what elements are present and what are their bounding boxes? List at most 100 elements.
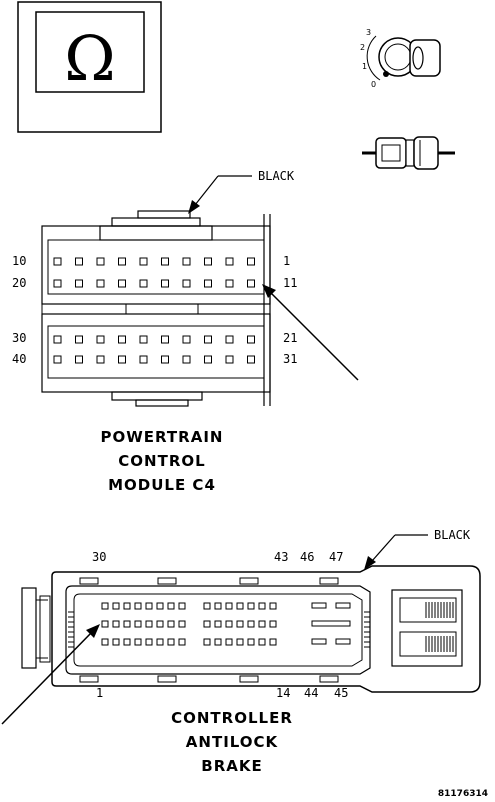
figure-id: 81176314 <box>438 789 488 799</box>
pcm-pin-label-11: 11 <box>283 276 297 290</box>
abs-pin-label-45: 45 <box>334 686 348 700</box>
pcm-pin-cavity <box>161 279 169 288</box>
abs-pin-label-43: 43 <box>274 550 288 564</box>
pcm-pin-cavity <box>204 257 212 266</box>
abs-pin-cavity <box>167 602 175 610</box>
connector-plug-icon <box>362 136 455 170</box>
pcm-pin-cavity <box>182 257 191 266</box>
pcm-pin-cavity <box>118 355 126 364</box>
abs-pin-cavity <box>236 638 244 646</box>
abs-pin-cavity <box>269 602 277 610</box>
abs-pin-cavity <box>269 638 277 646</box>
abs-pin-cavity <box>112 638 120 646</box>
pcm-pin-label-30: 30 <box>12 331 26 345</box>
pcm-title-line-1: POWERTRAIN <box>101 428 224 446</box>
pcm-connector: 10 20 30 40 1 11 21 31 BLACK <box>12 169 359 407</box>
abs-pin-cavity <box>145 602 153 610</box>
abs-pin-cavity <box>101 638 109 646</box>
pcm-pin-cavity <box>118 335 126 344</box>
abs-pin-cavity <box>203 620 211 628</box>
pcm-pin-cavity <box>139 257 148 266</box>
pcm-pin-cavity <box>204 355 212 364</box>
abs-pin-cavity <box>167 638 175 646</box>
abs-pin-cavity <box>225 620 233 628</box>
abs-pin-slot <box>335 638 351 645</box>
abs-pin-cavity <box>247 638 255 646</box>
abs-pin-cavity <box>134 638 142 646</box>
pcm-pin-cavity <box>75 279 83 288</box>
abs-pin-cavity <box>258 602 266 610</box>
ignition-position-2: 2 <box>360 43 365 52</box>
abs-pin-cavity <box>134 602 142 610</box>
abs-connector: 30 43 46 47 1 14 44 45 BLACK <box>1 528 481 725</box>
pcm-title-line-2: CONTROL <box>118 452 205 470</box>
abs-pin-cavity <box>225 602 233 610</box>
pcm-pin-cavity <box>53 279 62 288</box>
abs-pin-cavity <box>214 638 222 646</box>
abs-pin-label-14: 14 <box>276 686 290 700</box>
pcm-pin-cavity <box>118 257 126 266</box>
pcm-pin-cavity <box>96 335 105 344</box>
pcm-pin-cavity <box>225 335 234 344</box>
pcm-pin-cavity <box>53 355 62 364</box>
pcm-pin-cavity <box>53 257 62 266</box>
abs-pin-cavity <box>236 602 244 610</box>
abs-pin-cavity <box>123 620 131 628</box>
pcm-pin-cavity <box>161 257 169 266</box>
abs-pin-cavity <box>178 620 186 628</box>
abs-pin-grid <box>101 602 351 646</box>
pcm-pin-cavity <box>139 335 148 344</box>
pcm-pin-cavity <box>161 335 169 344</box>
pcm-pin-cavity <box>96 257 105 266</box>
abs-pin-cavity <box>145 638 153 646</box>
abs-pin-cavity <box>258 620 266 628</box>
pcm-pin-cavity <box>182 279 191 288</box>
abs-pin-cavity <box>214 620 222 628</box>
pcm-pin-label-10: 10 <box>12 254 26 268</box>
abs-pin-slot <box>311 620 351 627</box>
pcm-pin-cavity <box>53 335 62 344</box>
pcm-pin-cavity <box>75 355 83 364</box>
pcm-pin-label-20: 20 <box>12 276 26 290</box>
ignition-position-0: 0 <box>371 80 376 89</box>
pcm-pin-label-21: 21 <box>283 331 297 345</box>
abs-pin-cavity <box>145 620 153 628</box>
abs-pin-label-1: 1 <box>96 686 103 700</box>
ignition-position-3: 3 <box>366 28 371 37</box>
pcm-pin-cavity <box>139 355 148 364</box>
pcm-pin-cavity <box>182 355 191 364</box>
pcm-pin-grid <box>53 257 255 364</box>
pcm-pin-label-31: 31 <box>283 352 297 366</box>
pcm-pin-cavity <box>182 335 191 344</box>
abs-pin-cavity <box>247 620 255 628</box>
pcm-pin-cavity <box>225 279 234 288</box>
abs-pin-cavity <box>247 602 255 610</box>
abs-pin-cavity <box>225 638 233 646</box>
pcm-pin-cavity <box>247 335 255 344</box>
ignition-key-icon: 3 2 1 0 <box>360 28 441 89</box>
pcm-pin-cavity <box>204 335 212 344</box>
pcm-pin-cavity <box>75 257 83 266</box>
abs-pin-cavity <box>156 602 164 610</box>
abs-title-line-2: ANTILOCK <box>186 733 279 751</box>
abs-pin-cavity <box>269 620 277 628</box>
pcm-pin-cavity <box>118 279 126 288</box>
pcm-pin-cavity <box>247 355 255 364</box>
abs-pin-cavity <box>134 620 142 628</box>
abs-pin-label-47: 47 <box>329 550 343 564</box>
abs-title-line-3: BRAKE <box>201 757 262 775</box>
pcm-pin-cavity <box>225 257 234 266</box>
pcm-color-label: BLACK <box>258 169 295 183</box>
abs-pin-slot <box>311 602 327 609</box>
pcm-pin-label-1: 1 <box>283 254 290 268</box>
abs-pin-cavity <box>101 620 109 628</box>
abs-pin-label-44: 44 <box>304 686 318 700</box>
pcm-pin-cavity <box>139 279 148 288</box>
abs-pin-cavity <box>178 602 186 610</box>
pcm-pin-cavity <box>247 257 255 266</box>
abs-pin-cavity <box>156 620 164 628</box>
abs-pin-cavity <box>156 638 164 646</box>
abs-title-line-1: CONTROLLER <box>171 709 293 727</box>
abs-pin-cavity <box>123 638 131 646</box>
